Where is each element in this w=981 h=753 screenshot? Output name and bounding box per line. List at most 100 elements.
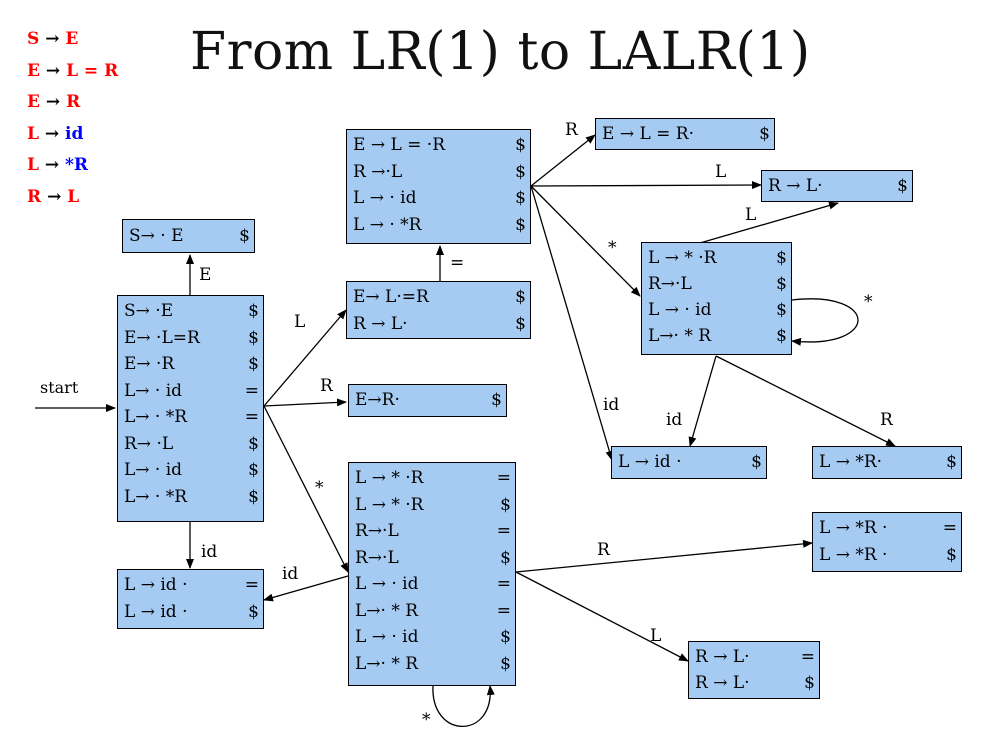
lr-item: E→ ·L=R$: [124, 327, 259, 348]
lr-item: L → · *R$: [353, 214, 526, 235]
lr-item: E→ L·=R$: [353, 287, 526, 307]
edge-label-id-right: id: [603, 395, 620, 415]
edge-id-right2: [688, 355, 717, 447]
edge-label-star-loop-bottom: *: [422, 710, 431, 730]
lr-item: L→· * R$: [648, 326, 787, 346]
edge-l: [263, 309, 347, 407]
state-star-r2: L → *R·$: [812, 446, 962, 479]
lr-item: L → *R ·=: [819, 518, 957, 538]
edge-l-top2: [699, 201, 839, 244]
edge-label-l-mid: L: [650, 626, 662, 646]
edge-r: [263, 398, 347, 407]
arrow-icon: →: [45, 60, 61, 81]
lr-item: R→ ·L$: [124, 433, 259, 454]
edge-r-mid: [515, 539, 813, 573]
lr-item: L→· * R=: [355, 600, 511, 621]
lr-item: L→· * R$: [355, 653, 511, 674]
production-rhs: *R: [65, 155, 89, 175]
state-elr: E → L = R·$: [595, 118, 775, 150]
state-star2: L → * ·R$ R→·L$ L → · id$ L→· * R$: [641, 242, 792, 355]
edge-star-top: [530, 185, 641, 297]
production-rhs: L: [67, 186, 80, 207]
lr-item: R→·L$: [648, 274, 787, 294]
state-s0: S→ ·E$ E→ ·L=R$ E→ ·R$ L→ · id= L→ · *R=…: [117, 295, 264, 522]
edge-star-loop-right: [791, 298, 859, 346]
production-lhs: E: [27, 92, 40, 112]
grammar-production: E → L = R: [27, 56, 118, 88]
lr-item: E → L = R·$: [602, 124, 770, 144]
grammar-production: E → R: [27, 87, 118, 119]
edge-r-top: [530, 134, 596, 187]
edge-label-id-right2: id: [666, 410, 683, 430]
page-title: From LR(1) to LALR(1): [190, 22, 811, 82]
arrow-icon: →: [44, 155, 60, 175]
edge-id-right: [530, 185, 614, 461]
lr-item: L → *R ·$: [819, 545, 957, 565]
lr-item: L → id ·=: [124, 575, 259, 595]
grammar-production: L → *R: [27, 150, 118, 182]
lr-item: L → · id$: [353, 188, 526, 208]
lr-item: S→ · E$: [129, 226, 250, 246]
lr-item: E → L = ·R$: [353, 135, 526, 155]
lr-item: E→R·$: [355, 390, 502, 410]
lr-item: R → L·=: [695, 647, 815, 667]
lr-item: R→·L=: [355, 521, 511, 541]
state-star1: L → * ·R= L → * ·R$ R→·L= R→·L$ L → · id…: [348, 462, 516, 686]
production-rhs: R: [66, 92, 81, 112]
edge-label-l-top2: L: [745, 205, 757, 225]
lr-item: L → * ·R$: [648, 248, 787, 268]
lr-item: R→·L$: [355, 547, 511, 568]
arrow-icon: →: [47, 186, 62, 207]
edge-label-r-top: R: [565, 120, 578, 140]
production-lhs: R: [27, 186, 42, 207]
lr-item: L→ · id=: [124, 380, 259, 401]
edge-label-e: E: [199, 265, 212, 285]
edge-label-star-loop-right: *: [864, 292, 873, 312]
lr-item: L → * ·R$: [355, 494, 511, 515]
edge-label-start: start: [40, 378, 79, 397]
edge-label-star-top: *: [608, 238, 617, 258]
grammar-production: R → L: [27, 182, 118, 214]
production-lhs: S: [27, 29, 40, 49]
state-start-e: S→ · E$: [122, 219, 255, 253]
edge-label-eq: =: [450, 253, 465, 273]
edge-label-l-top: L: [715, 162, 727, 182]
lr-item: L → · id=: [355, 574, 511, 594]
state-id1: L → id ·= L → id ·$: [117, 569, 264, 629]
edge-l-mid: [515, 571, 689, 662]
lr-item: L → *R·$: [819, 452, 957, 472]
lr-item: L → · id$: [355, 627, 511, 647]
arrow-icon: →: [45, 92, 61, 112]
edge-label-id-left: id: [282, 564, 299, 584]
lr-item: R → L·$: [768, 176, 908, 196]
edge-label-l: L: [294, 312, 306, 332]
lr-item: L→ · id$: [124, 460, 259, 480]
edge-star: [263, 405, 349, 573]
edge-star-loop-bottom: [432, 684, 495, 728]
production-rhs: E: [65, 29, 79, 49]
lr-item: L → id ·$: [618, 452, 762, 472]
production-lhs: L: [27, 155, 39, 175]
lr-item: L→ · *R$: [124, 486, 259, 507]
state-star-r1: L → *R ·= L → *R ·$: [812, 512, 962, 572]
edge-label-star: *: [315, 478, 324, 498]
state-er: E→R·$: [348, 384, 507, 417]
lr-item: R →·L$: [353, 161, 526, 182]
production-lhs: L: [27, 123, 39, 144]
state-rl-bottom: R → L·= R → L·$: [688, 641, 820, 699]
state-eq-pending: E → L = ·R$ R →·L$ L → · id$ L → · *R$: [346, 129, 531, 244]
arrow-icon: →: [44, 123, 60, 144]
lr-item: L → * ·R=: [355, 468, 511, 488]
arrow-icon: →: [45, 29, 60, 49]
edge-label-id: id: [201, 542, 218, 562]
lr-item: S→ ·E$: [124, 301, 259, 321]
edge-label-r-right: R: [880, 410, 893, 430]
grammar-rules: S → E E → L = R E → R L → id L → *R R → …: [27, 24, 118, 213]
lr-item: L → id ·$: [124, 602, 259, 622]
production-rhs: L = R: [66, 60, 119, 81]
production-lhs: E: [27, 60, 40, 81]
state-id2: L → id ·$: [611, 446, 767, 479]
lr-item: L→ · *R=: [124, 407, 259, 427]
edge-l-top: [530, 181, 762, 190]
